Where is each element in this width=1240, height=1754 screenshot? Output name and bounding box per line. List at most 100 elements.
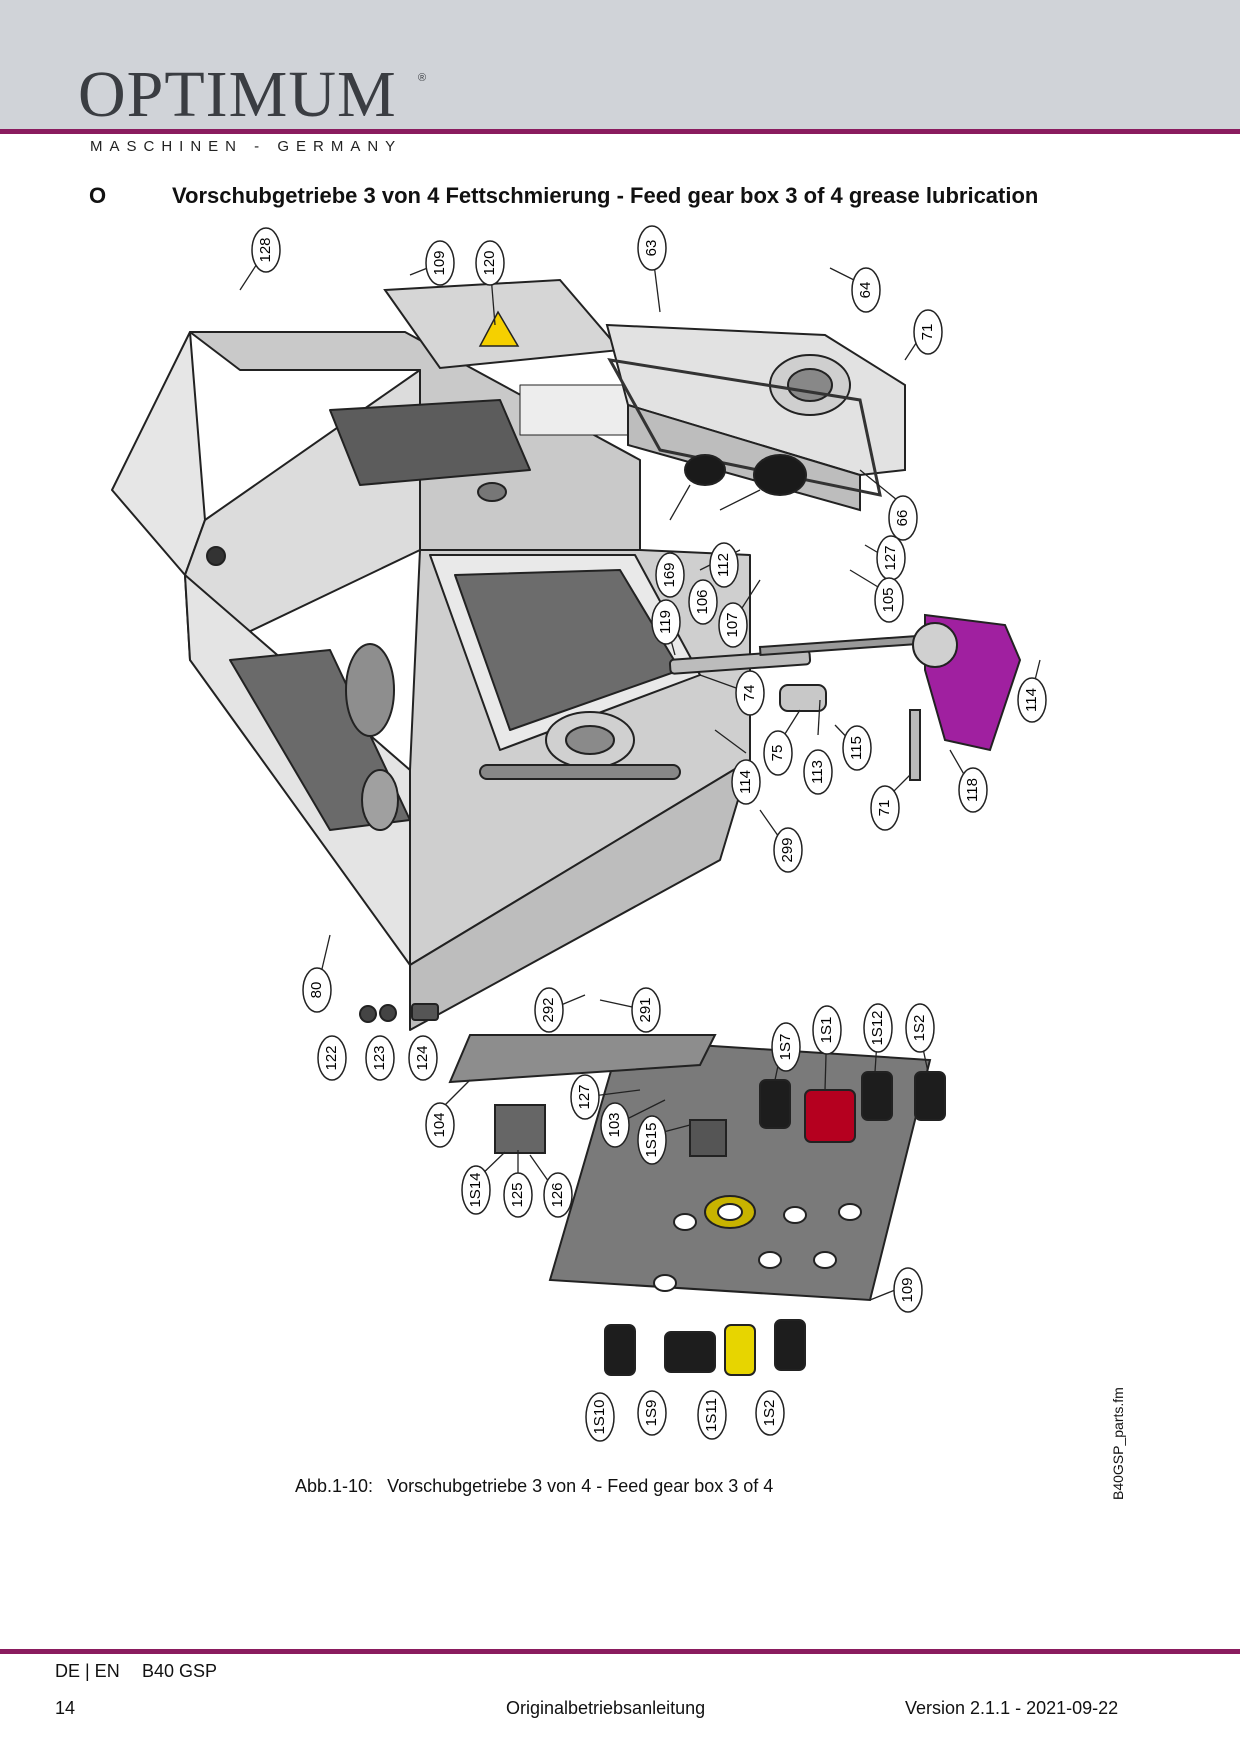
svg-text:125: 125 (509, 1182, 526, 1207)
svg-text:104: 104 (431, 1112, 448, 1137)
callout-103: 103 (600, 1102, 630, 1148)
callout-1S1: 1S1 (812, 1005, 842, 1055)
callout-66: 66 (888, 495, 918, 541)
svg-text:1S14: 1S14 (467, 1172, 484, 1207)
svg-text:71: 71 (919, 324, 936, 341)
callout-1S14: 1S14 (461, 1165, 491, 1215)
callout-64: 64 (851, 267, 881, 313)
svg-text:63: 63 (643, 240, 660, 257)
svg-text:119: 119 (657, 610, 674, 634)
exploded-parts-drawing: 128 109 120 63 64 71 66 169 112 106 107 (111, 225, 1047, 1442)
callout-124: 124 (408, 1035, 438, 1081)
svg-text:1S15: 1S15 (643, 1122, 660, 1157)
footer-document-type: Originalbetriebsanleitung (506, 1698, 706, 1718)
callout-115: 115 (842, 725, 872, 771)
bracket-104 (448, 1034, 727, 1157)
svg-text:1S9: 1S9 (643, 1400, 660, 1427)
svg-text:118: 118 (964, 778, 981, 802)
callout-125: 125 (503, 1172, 533, 1218)
svg-text:128: 128 (257, 237, 274, 262)
svg-text:109: 109 (899, 1277, 916, 1302)
callout-119: 119 (651, 599, 681, 645)
callout-1S12: 1S12 (863, 1003, 893, 1053)
gear-housing-80 (111, 331, 751, 1031)
callout-1S15: 1S15 (637, 1115, 667, 1165)
svg-text:169: 169 (661, 562, 678, 587)
svg-text:126: 126 (549, 1182, 566, 1207)
svg-text:1S1: 1S1 (818, 1017, 835, 1044)
callout-107: 107 (718, 602, 748, 648)
callout-106: 106 (688, 579, 718, 625)
callout-63: 63 (637, 225, 667, 271)
callout-292: 292 (534, 987, 564, 1033)
callout-291: 291 (631, 987, 661, 1033)
callout-105: 105 (874, 577, 904, 623)
svg-text:127: 127 (576, 1084, 593, 1109)
section-title: Vorschubgetriebe 3 von 4 Fettschmierung … (172, 183, 1039, 208)
page-number: 14 (55, 1698, 76, 1718)
optimum-logo: OPTIMUM (78, 58, 397, 131)
svg-text:75: 75 (769, 745, 786, 762)
svg-text:103: 103 (606, 1112, 623, 1137)
figure-label: Abb.1-10: (295, 1476, 374, 1496)
callout-112: 112 (709, 542, 739, 588)
section-letter: O (89, 183, 107, 208)
svg-text:80: 80 (308, 982, 325, 999)
svg-text:1S2: 1S2 (911, 1015, 928, 1042)
side-filename: B40GSP_parts.fm (1110, 1387, 1126, 1500)
svg-text:112: 112 (715, 553, 732, 577)
header-accent-line (0, 129, 1240, 134)
svg-text:113: 113 (809, 760, 826, 784)
svg-text:292: 292 (540, 997, 557, 1022)
svg-text:122: 122 (323, 1045, 340, 1070)
callout-113: 113 (803, 749, 833, 795)
callout-126: 126 (543, 1172, 573, 1218)
svg-text:1S12: 1S12 (869, 1010, 886, 1045)
shaft-assembly (668, 454, 1022, 781)
svg-text:74: 74 (741, 685, 758, 702)
svg-text:109: 109 (431, 250, 448, 275)
callout-122: 122 (317, 1035, 347, 1081)
header-band (0, 0, 1240, 130)
push-buttons (359, 1003, 946, 1376)
svg-text:105: 105 (880, 587, 897, 612)
callout-114: 114 (731, 759, 761, 805)
footer-language: DE | EN (55, 1661, 120, 1681)
callout-80: 80 (302, 967, 332, 1013)
callout-109: 109 (893, 1267, 923, 1313)
callout-71: 71 (870, 785, 900, 831)
figure-caption-text: Vorschubgetriebe 3 von 4 - Feed gear box… (387, 1476, 774, 1496)
callout-1S9: 1S9 (637, 1390, 667, 1436)
svg-text:299: 299 (779, 837, 796, 862)
callout-75: 75 (763, 730, 793, 776)
svg-text:114: 114 (737, 770, 754, 794)
svg-text:120: 120 (481, 250, 498, 275)
callout-127: 127 (876, 535, 906, 581)
callout-127: 127 (570, 1074, 600, 1120)
footer-model: B40 GSP (142, 1661, 218, 1681)
svg-text:127: 127 (882, 545, 899, 570)
callout-74: 74 (735, 670, 765, 716)
top-cover-63 (605, 323, 906, 512)
svg-text:124: 124 (414, 1045, 431, 1070)
callout-71: 71 (913, 309, 943, 355)
svg-text:123: 123 (371, 1045, 388, 1070)
callout-299: 299 (773, 827, 803, 873)
callout-128: 128 (251, 227, 281, 273)
svg-text:1S2: 1S2 (761, 1400, 778, 1427)
svg-text:115: 115 (848, 736, 865, 760)
callout-1S10: 1S10 (585, 1392, 615, 1442)
logo-subline: MASCHINEN - GERMANY (90, 138, 403, 155)
callout-120: 120 (475, 240, 505, 286)
callout-1S11: 1S11 (697, 1390, 727, 1440)
callout-104: 104 (425, 1102, 455, 1148)
callout-169: 169 (655, 552, 685, 598)
footer-version: Version 2.1.1 - 2021-09-22 (905, 1698, 1119, 1718)
svg-text:1S11: 1S11 (703, 1398, 720, 1432)
callout-1S2: 1S2 (905, 1003, 935, 1053)
callout-114: 114 (1017, 677, 1047, 723)
svg-text:64: 64 (857, 282, 874, 299)
svg-text:106: 106 (694, 589, 711, 614)
callout-1S2: 1S2 (755, 1390, 785, 1436)
svg-text:114: 114 (1023, 688, 1040, 712)
